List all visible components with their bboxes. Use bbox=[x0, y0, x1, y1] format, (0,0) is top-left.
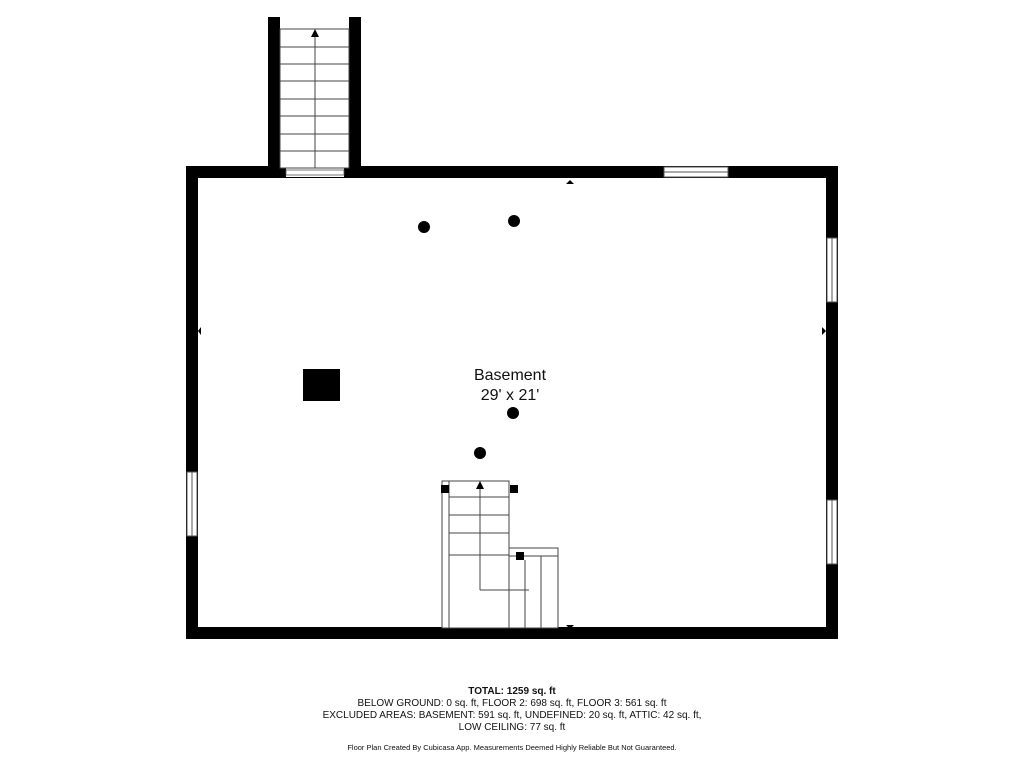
summary-line-1: BELOW GROUND: 0 sq. ft, FLOOR 2: 698 sq.… bbox=[357, 698, 667, 709]
post bbox=[507, 407, 519, 419]
summary-total: TOTAL: 1259 sq. ft bbox=[468, 686, 556, 697]
stair-railing-posts bbox=[441, 485, 524, 560]
support-posts bbox=[418, 215, 520, 459]
post bbox=[418, 221, 430, 233]
post bbox=[508, 215, 520, 227]
room-name: Basement bbox=[473, 367, 547, 384]
windows bbox=[186, 166, 838, 565]
exterior-stairs bbox=[279, 28, 350, 169]
exterior-stair-walls bbox=[268, 17, 361, 178]
wall-markers bbox=[198, 180, 826, 629]
summary-line-2: EXCLUDED AREAS: BASEMENT: 591 sq. ft, UN… bbox=[322, 710, 702, 721]
credit-note: Floor Plan Created By Cubicasa App. Meas… bbox=[347, 743, 677, 752]
summary-line-3: LOW CEILING: 77 sq. ft bbox=[458, 722, 566, 733]
post bbox=[474, 447, 486, 459]
room-dimensions: 29' x 21' bbox=[480, 387, 540, 404]
chimney-block bbox=[303, 369, 340, 401]
interior-stairs bbox=[441, 480, 559, 629]
